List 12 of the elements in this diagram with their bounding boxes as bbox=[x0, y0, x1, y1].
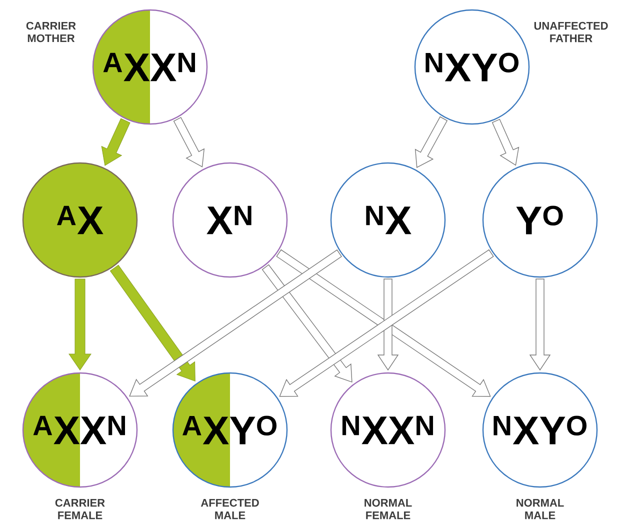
caption-label: AFFECTED MALE bbox=[200, 498, 259, 520]
arrow bbox=[377, 278, 399, 371]
arrow bbox=[68, 278, 92, 370]
caption-label: NORMAL MALE bbox=[516, 498, 564, 520]
caption-label: CARRIER FEMALE bbox=[55, 498, 105, 520]
arrow bbox=[492, 118, 520, 166]
caption-label: NORMAL FEMALE bbox=[364, 498, 412, 520]
arrow bbox=[110, 264, 196, 382]
arrow bbox=[529, 278, 551, 371]
arrow bbox=[101, 118, 130, 166]
caption-label: UNAFFECTED FATHER bbox=[534, 22, 608, 42]
caption-label: CARRIER MOTHER bbox=[26, 22, 76, 42]
